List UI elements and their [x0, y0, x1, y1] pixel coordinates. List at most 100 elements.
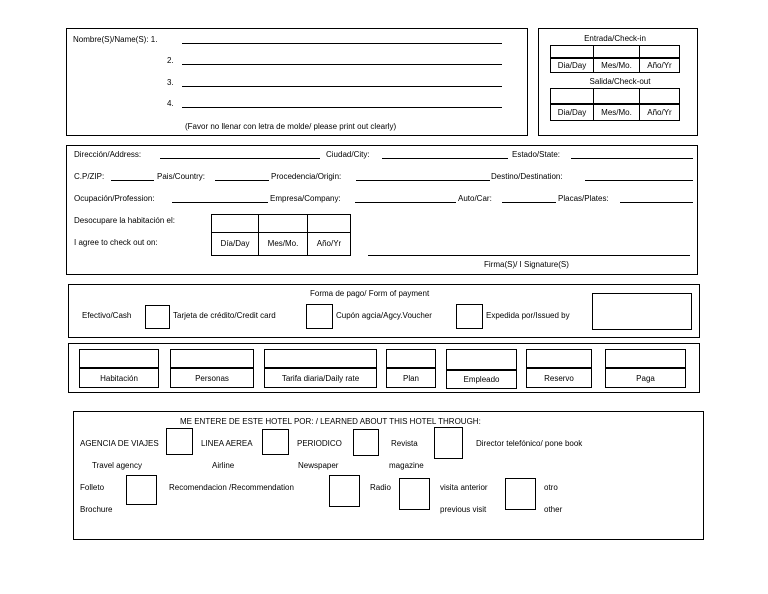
checkout-day-label: Dia/Day	[557, 108, 587, 117]
payment-section	[68, 284, 700, 338]
radio-label: Radio	[370, 483, 391, 492]
checkout-year-cell[interactable]	[639, 88, 680, 104]
vacate-day-cell[interactable]	[211, 214, 259, 233]
signature-label: Firma(S)/ I Signature(S)	[484, 260, 569, 269]
car-field[interactable]	[502, 202, 556, 203]
dates-section	[538, 28, 698, 136]
reserve-label-box	[526, 368, 592, 388]
airline-checkbox[interactable]	[262, 429, 289, 455]
country-label: Pais/Country:	[157, 172, 206, 181]
plan-label: Plan	[402, 374, 419, 383]
cash-checkbox[interactable]	[145, 305, 170, 329]
plates-label: Placas/Plates:	[558, 194, 609, 203]
checkin-day-label: Dia/Day	[557, 61, 587, 70]
learned-title: ME ENTERE DE ESTE HOTEL POR: / LEARNED A…	[180, 417, 481, 426]
name-2-field[interactable]	[182, 64, 502, 65]
rate-field[interactable]	[264, 349, 377, 368]
plates-field[interactable]	[620, 202, 693, 203]
persons-field[interactable]	[170, 349, 254, 368]
issued-by-field[interactable]	[592, 293, 692, 330]
name-4-label: 4.	[167, 99, 174, 108]
checkin-month-label: Mes/Mo.	[601, 61, 632, 70]
checkin-year-label: Año/Yr	[647, 61, 672, 70]
agency-label-en: Travel agency	[92, 461, 142, 470]
city-field[interactable]	[382, 158, 508, 159]
signature-field[interactable]	[368, 255, 690, 256]
address-field[interactable]	[160, 158, 320, 159]
pay-label: Paga	[636, 374, 655, 383]
newspaper-checkbox[interactable]	[353, 429, 379, 456]
destination-field[interactable]	[585, 180, 693, 181]
recommendation-label: Recomendacion /Recommendation	[169, 483, 294, 492]
reserve-field[interactable]	[526, 349, 592, 368]
employee-field[interactable]	[446, 349, 517, 370]
name-4-field[interactable]	[182, 107, 502, 108]
other-label: otro	[544, 483, 558, 492]
country-field[interactable]	[215, 180, 269, 181]
newspaper-label: PERIODICO	[297, 439, 342, 448]
name-1-field[interactable]	[182, 43, 502, 44]
address-label: Dirección/Address:	[74, 150, 142, 159]
names-section	[66, 28, 528, 136]
magazine-checkbox[interactable]	[434, 427, 463, 459]
agency-label: AGENCIA DE VIAJES	[80, 439, 159, 448]
name-2-label: 2.	[167, 56, 174, 65]
vacate-day-label: Día/Day	[220, 239, 250, 248]
recommendation-checkbox[interactable]	[329, 475, 360, 507]
origin-field[interactable]	[356, 180, 490, 181]
voucher-checkbox[interactable]	[456, 304, 483, 329]
vacate-year-cell[interactable]	[307, 214, 351, 233]
room-field[interactable]	[79, 349, 159, 368]
vacate-month-label: Mes/Mo.	[267, 239, 299, 248]
rate-label: Tarifa diaria/Daily rate	[281, 374, 360, 383]
names-label: Nombre(S)/Name(S): 1.	[73, 35, 158, 44]
checkout-month-cell[interactable]	[593, 88, 640, 104]
employee-label: Empleado	[463, 375, 500, 384]
brochure-label: Folleto	[80, 483, 105, 492]
magazine-label-en: magazine	[389, 461, 424, 470]
destination-label: Destino/Destination:	[491, 172, 563, 181]
print-note: (Favor no llenar con letra de molde/ ple…	[185, 122, 397, 131]
checkin-year-cell[interactable]	[639, 45, 680, 58]
newspaper-label-en: Newspaper	[298, 461, 339, 470]
checkout-day-cell[interactable]	[550, 88, 594, 104]
plan-field[interactable]	[386, 349, 436, 368]
pay-label-box	[605, 368, 686, 388]
state-field[interactable]	[571, 158, 693, 159]
occupation-field[interactable]	[172, 202, 268, 203]
zip-label: C.P/ZIP:	[74, 172, 105, 181]
name-3-field[interactable]	[182, 86, 502, 87]
learned-section	[73, 411, 704, 540]
checkin-title: Entrada/Check-in	[584, 34, 646, 43]
brochure-checkbox[interactable]	[126, 475, 157, 505]
rate-label-box	[264, 368, 377, 388]
checkout-month-label: Mes/Mo.	[601, 108, 632, 117]
checkin-month-cell[interactable]	[593, 45, 640, 58]
city-label: Ciudad/City:	[326, 150, 370, 159]
previous-visit-checkbox[interactable]	[505, 478, 536, 510]
card-label: Tarjeta de crédito/Credit card	[173, 311, 276, 320]
name-3-label: 3.	[167, 78, 174, 87]
persons-label-box	[170, 368, 254, 388]
checkout-title: Salida/Check-out	[589, 77, 651, 86]
payment-title: Forma de pago/ Form of payment	[310, 289, 430, 298]
zip-field[interactable]	[111, 180, 154, 181]
vacate-year-label: Año/Yr	[316, 239, 342, 248]
card-checkbox[interactable]	[306, 304, 333, 329]
reserve-label: Reservo	[544, 374, 574, 383]
checkin-year-label-cell	[639, 58, 680, 73]
plan-label-box	[386, 368, 436, 388]
cash-label: Efectivo/Cash	[82, 311, 132, 320]
airline-label-en: Airline	[212, 461, 235, 470]
radio-checkbox[interactable]	[399, 478, 430, 510]
room-label: Habitación	[100, 374, 138, 383]
vacate-month-cell[interactable]	[258, 214, 308, 233]
checkin-day-cell[interactable]	[550, 45, 594, 58]
persons-label: Personas	[195, 374, 229, 383]
agency-checkbox[interactable]	[166, 428, 193, 455]
vacate-label-en: I agree to check out on:	[74, 238, 158, 247]
pay-field[interactable]	[605, 349, 686, 368]
company-field[interactable]	[355, 202, 456, 203]
employee-label-box	[446, 370, 517, 389]
airline-label: LINEA AEREA	[201, 439, 253, 448]
